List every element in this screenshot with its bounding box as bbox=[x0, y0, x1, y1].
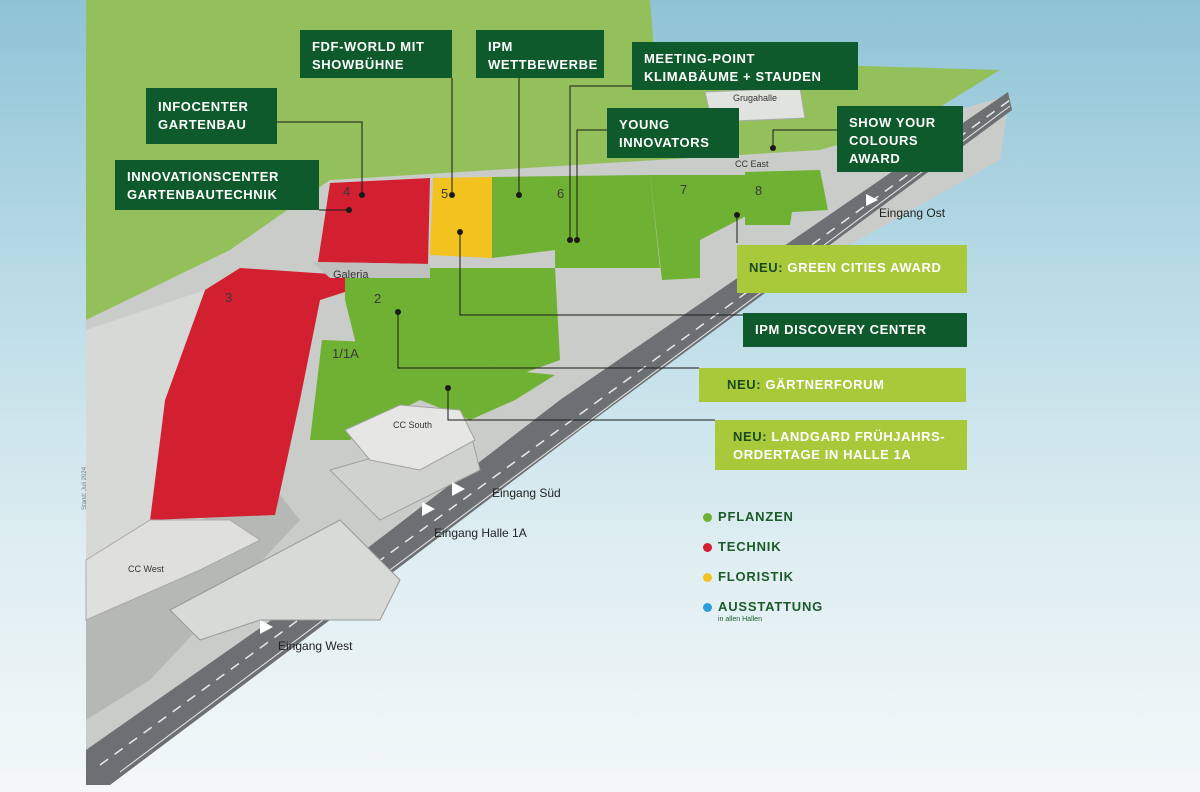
entrance-sued-label: Eingang Süd bbox=[492, 486, 561, 500]
label-meeting-point-text: MEETING-POINT KLIMABÄUME + STAUDEN bbox=[644, 51, 822, 84]
entrance-sued-marker[interactable] bbox=[452, 482, 465, 496]
label-fdf-world: FDF-WORLD MIT SHOWBÜHNE bbox=[300, 30, 452, 78]
overpass bbox=[169, 519, 401, 641]
legend-item-technik: TECHNIK bbox=[700, 538, 920, 568]
hall-4 bbox=[318, 178, 430, 264]
entrance-ost-marker[interactable] bbox=[866, 194, 878, 206]
label-gaertnerforum-neu: NEU: bbox=[727, 377, 762, 392]
leader-discovery bbox=[459, 232, 743, 316]
label-innovationscenter-text: INNOVATIONSCENTER GARTENBAUTECHNIK bbox=[127, 169, 280, 202]
hall-8 bbox=[745, 170, 828, 225]
galeria-strip bbox=[312, 262, 430, 278]
hall-3-side bbox=[86, 290, 205, 560]
cc-east-label: CC East bbox=[735, 159, 769, 169]
hall-3 bbox=[150, 268, 345, 520]
leader-infocenter bbox=[277, 121, 363, 195]
leader-lines bbox=[277, 78, 837, 421]
entrance-ost-label: Eingang Ost bbox=[879, 206, 946, 220]
label-landgard: NEU: LANDGARD FRÜHJAHRS- ORDERTAGE IN HA… bbox=[715, 420, 967, 470]
hall-5-number: 5 bbox=[441, 186, 448, 201]
hall-5 bbox=[430, 177, 492, 258]
hall-1-number: 1/1A bbox=[332, 346, 359, 361]
legend-text-floristik: FLORISTIK bbox=[718, 569, 794, 584]
label-infocenter: INFOCENTER GARTENBAU bbox=[146, 88, 277, 144]
hall-6-number: 6 bbox=[557, 186, 564, 201]
entrance-west-label: Eingang West bbox=[278, 639, 353, 653]
label-meeting-point: MEETING-POINT KLIMABÄUME + STAUDEN bbox=[632, 42, 858, 90]
label-infocenter-text: INFOCENTER GARTENBAU bbox=[158, 99, 249, 132]
legend-item-ausstattung: AUSSTATTUNG in allen Hallen bbox=[700, 598, 920, 628]
label-landgard-neu: NEU: bbox=[733, 429, 768, 444]
leader-show-colours bbox=[772, 129, 837, 148]
label-gaertnerforum-text: GÄRTNERFORUM bbox=[765, 377, 885, 392]
hall-6 bbox=[492, 175, 660, 268]
legend-dot-floristik bbox=[703, 573, 712, 582]
hall-1-1a bbox=[310, 340, 555, 440]
leader-meeting-point bbox=[569, 85, 632, 240]
leader-gaertnerforum bbox=[397, 312, 699, 369]
legend-item-floristik: FLORISTIK bbox=[700, 568, 920, 598]
cc-west-building bbox=[85, 519, 261, 621]
label-green-cities-neu: NEU: bbox=[749, 260, 784, 275]
stand-date: Stand: Juli 2024 bbox=[82, 466, 88, 510]
label-landgard-text: LANDGARD FRÜHJAHRS- ORDERTAGE IN HALLE 1… bbox=[733, 429, 946, 462]
legend-text-technik: TECHNIK bbox=[718, 539, 782, 554]
label-green-cities-text: GREEN CITIES AWARD bbox=[787, 260, 942, 275]
label-fdf-world-text: FDF-WORLD MIT SHOWBÜHNE bbox=[312, 39, 425, 72]
legend-item-pflanzen: PFLANZEN bbox=[700, 508, 920, 538]
legend-sub-ausstattung: in allen Hallen bbox=[718, 616, 762, 623]
label-green-cities-award: NEU: GREEN CITIES AWARD bbox=[737, 245, 967, 293]
galeria-label: Galeria bbox=[333, 269, 369, 281]
legend: PFLANZEN TECHNIK FLORISTIK AUSSTATTUNG i… bbox=[700, 508, 920, 628]
hall-8-number: 8 bbox=[755, 183, 762, 198]
legend-dot-technik bbox=[703, 543, 712, 552]
legend-text-ausstattung: AUSSTATTUNG bbox=[718, 599, 824, 614]
entrance-halle1a-label: Eingang Halle 1A bbox=[434, 526, 527, 540]
leader-young-innovators bbox=[576, 129, 607, 240]
label-ipm-discovery-center-text: IPM DISCOVERY CENTER bbox=[755, 322, 927, 337]
entrance-halle1a-marker[interactable] bbox=[422, 502, 435, 516]
label-gaertnerforum: NEU: GÄRTNERFORUM bbox=[699, 368, 966, 402]
cc-south-label: CC South bbox=[393, 420, 432, 430]
hall-4-number: 4 bbox=[343, 184, 350, 199]
road-marking bbox=[99, 99, 1011, 766]
legend-dot-pflanzen bbox=[703, 513, 712, 522]
hall-2-number: 2 bbox=[374, 291, 381, 306]
label-show-your-colours: SHOW YOUR COLOURS AWARD bbox=[837, 106, 963, 172]
cc-west-label: CC West bbox=[128, 564, 164, 574]
label-ipm-discovery-center: IPM DISCOVERY CENTER bbox=[743, 313, 967, 347]
label-show-your-colours-text: SHOW YOUR COLOURS AWARD bbox=[849, 115, 936, 166]
label-young-innovators-text: YOUNG INNOVATORS bbox=[619, 117, 710, 150]
label-ipm-wettbewerbe-text: IPM WETTBEWERBE bbox=[488, 39, 598, 72]
hall-7 bbox=[650, 175, 748, 280]
hall-7-number: 7 bbox=[680, 182, 687, 197]
label-ipm-wettbewerbe: IPM WETTBEWERBE bbox=[476, 30, 604, 78]
leader-landgard bbox=[447, 388, 715, 421]
grugahalle-label: Grugahalle bbox=[733, 93, 777, 103]
legend-dot-ausstattung bbox=[703, 603, 712, 612]
legend-text-pflanzen: PFLANZEN bbox=[718, 509, 794, 524]
cc-south-building bbox=[344, 404, 476, 471]
entrance-west-marker[interactable] bbox=[260, 620, 273, 634]
road-edge bbox=[119, 105, 1011, 773]
leader-dots bbox=[346, 145, 776, 391]
hall-3-number: 3 bbox=[225, 290, 232, 305]
label-young-innovators: YOUNG INNOVATORS bbox=[607, 108, 739, 158]
label-innovationscenter: INNOVATIONSCENTER GARTENBAUTECHNIK bbox=[115, 160, 319, 210]
